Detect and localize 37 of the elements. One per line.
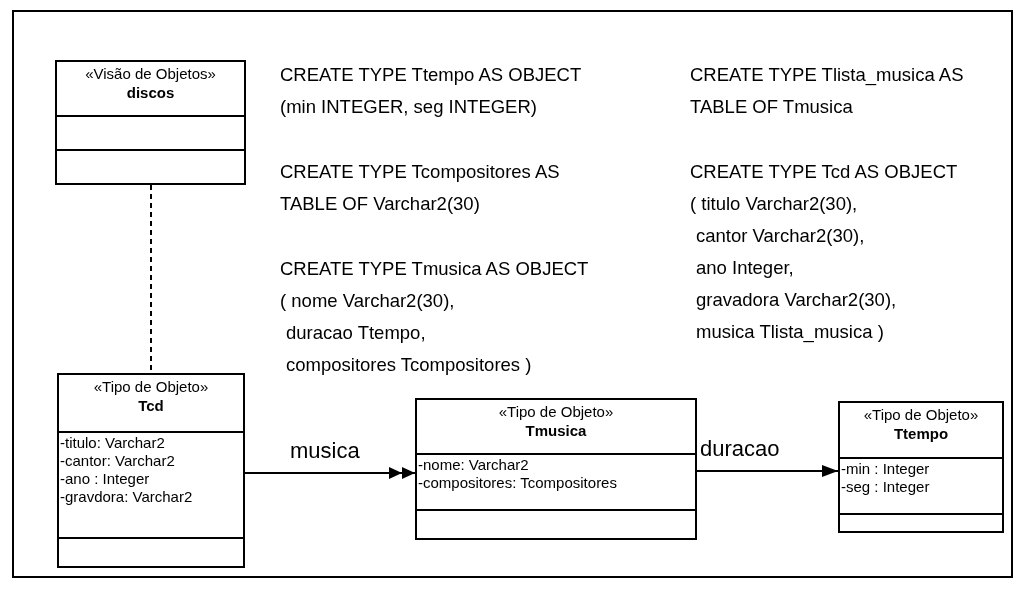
class-box [415, 398, 697, 540]
code-line: cantor Varchar2(30), [696, 225, 865, 247]
attribute-text: -gravdora: Varchar2 [60, 487, 193, 506]
stereotype-label: «Tipo de Objeto» [498, 402, 614, 421]
code-line: ( titulo Varchar2(30), [690, 193, 858, 215]
association-arrow [696, 465, 839, 477]
code-line: CREATE TYPE Tmusica AS OBJECT [280, 258, 589, 280]
code-line: CREATE TYPE Ttempo AS OBJECT [280, 64, 582, 86]
code-line: (min INTEGER, seg INTEGER) [280, 96, 537, 118]
code-line: duracao Ttempo, [286, 322, 426, 344]
attribute-text: -min : Integer [841, 460, 930, 479]
class-name: Ttempo [893, 424, 949, 443]
code-line: CREATE TYPE Tcd AS OBJECT [690, 161, 958, 183]
attribute-text: -compositores: Tcompositores [418, 474, 617, 493]
stereotype-label: «Tipo de Objeto» [863, 405, 979, 424]
attribute-text: -titulo: Varchar2 [60, 433, 165, 452]
attribute-text: -cantor: Varchar2 [60, 451, 175, 470]
class-name: Tmusica [525, 421, 587, 440]
code-line: CREATE TYPE Tlista_musica AS [690, 64, 964, 86]
class-name: Tcd [138, 396, 164, 415]
class-name: discos [126, 83, 175, 102]
class-box [57, 373, 245, 568]
code-line: gravadora Varchar2(30), [696, 289, 897, 311]
attribute-text: -nome: Varchar2 [418, 456, 529, 475]
code-line: TABLE OF Varchar2(30) [280, 193, 480, 215]
class-box [838, 401, 1004, 533]
class-box [55, 60, 246, 185]
attribute-text: -seg : Integer [841, 478, 930, 497]
code-line: ano Integer, [696, 257, 794, 279]
stereotype-label: «Tipo de Objeto» [93, 377, 209, 396]
code-line: compositores Tcompositores ) [286, 354, 532, 376]
code-line: CREATE TYPE Tcompositores AS [280, 161, 560, 183]
code-line: musica Tlista_musica ) [696, 321, 884, 343]
code-line: ( nome Varchar2(30), [280, 290, 455, 312]
code-line: TABLE OF Tmusica [690, 96, 853, 118]
attribute-text: -ano : Integer [60, 469, 150, 488]
stereotype-label: «Visão de Objetos» [85, 64, 216, 83]
